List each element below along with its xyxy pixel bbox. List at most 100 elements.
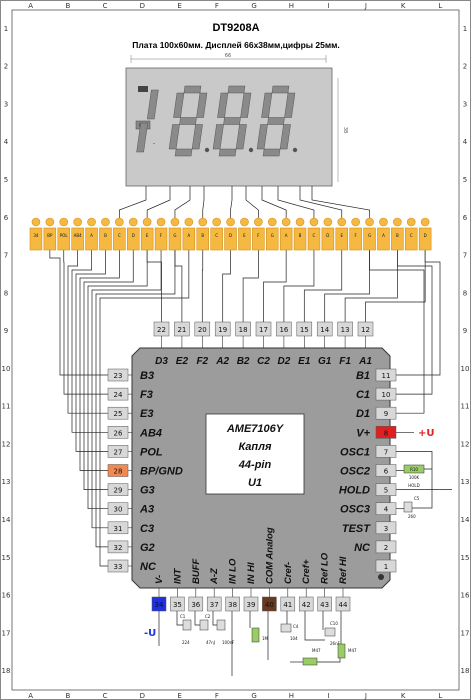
decimal-point [204, 147, 210, 153]
svg-text:POL: POL [140, 446, 163, 458]
connector-pad: G [265, 217, 279, 251]
connector-pad: E [335, 217, 348, 251]
connector-pad: A [182, 217, 196, 251]
grid-row-label: 14 [461, 516, 470, 524]
connector-pad: E [238, 217, 251, 251]
grid-row-label: 1 [4, 25, 8, 33]
chip-line3: 44-pin [238, 459, 272, 471]
c3-value: 100nF [222, 640, 235, 645]
svg-text:42: 42 [302, 601, 311, 609]
svg-text:22: 22 [157, 326, 166, 334]
svg-text:D: D [326, 233, 329, 238]
r10-resistor [403, 464, 425, 474]
svg-text:E: E [340, 233, 343, 238]
grid-row-label: 11 [461, 403, 470, 411]
svg-text:17: 17 [259, 326, 268, 334]
svg-text:34: 34 [155, 601, 164, 609]
svg-text:D: D [424, 233, 427, 238]
grid-col-label: I [328, 2, 330, 10]
svg-text:HOLD: HOLD [339, 485, 370, 497]
svg-text:C: C [313, 233, 316, 238]
svg-text:21: 21 [177, 326, 186, 334]
grid-row-label: 2 [463, 63, 467, 71]
svg-text:F: F [354, 233, 357, 238]
grid-row-label: 13 [2, 478, 11, 486]
grid-row-label: 17 [461, 629, 470, 637]
chip-u1: AME7106Y Капля 44-pin U1 [131, 347, 391, 589]
svg-text:D: D [132, 233, 135, 238]
svg-text:AB4: AB4 [74, 233, 82, 238]
grid-col-label: C [103, 692, 108, 700]
chip-name: AME7106Y [226, 423, 285, 435]
svg-text:Ref HI: Ref HI [338, 556, 349, 584]
svg-text:1: 1 [384, 563, 388, 571]
chip-pin-right: 8V+ [356, 426, 397, 439]
svg-text:D1: D1 [356, 408, 370, 420]
c4-capacitor [280, 623, 292, 633]
grid-col-label: I [328, 692, 330, 700]
svg-text:TEST: TEST [342, 523, 371, 535]
grid-col-label: J [364, 692, 367, 700]
grid-row-label: 13 [461, 478, 470, 486]
svg-text:OSC3: OSC3 [340, 504, 370, 516]
pin1-marker [378, 574, 384, 580]
page-subtitle: Плата 100х60мм. Дисплей 66х38мм,цифры 25… [132, 40, 340, 50]
grid-row-label: 11 [2, 403, 11, 411]
svg-text:V+: V+ [356, 427, 370, 439]
connector-pad: D [127, 217, 140, 251]
svg-text:B: B [299, 233, 302, 238]
display-width-label: 66 [225, 53, 231, 59]
grid-row-label: 2 [4, 63, 8, 71]
grid-col-label: J [364, 2, 367, 10]
svg-text:4: 4 [384, 506, 389, 514]
svg-text:16: 16 [279, 326, 288, 334]
svg-text:25: 25 [114, 410, 123, 418]
c5-label: C5 [414, 496, 420, 501]
c10-value: 26nF [330, 641, 341, 646]
svg-text:18: 18 [239, 326, 248, 334]
battery-icon [138, 86, 148, 92]
grid-row-label: 8 [4, 289, 8, 297]
connector-pad: G [363, 217, 376, 251]
grid-row-label: 8 [463, 289, 467, 297]
r10-label: R10 [410, 467, 418, 472]
svg-text:G: G [173, 233, 176, 238]
c5-value: 260 [408, 514, 416, 519]
svg-text:A: A [285, 233, 288, 238]
grid-col-label: L [438, 692, 442, 700]
svg-text:G2: G2 [140, 542, 155, 554]
connector-pad: G [168, 217, 182, 251]
grid-row-label: 4 [4, 138, 9, 146]
hold-label: HOLD [408, 483, 419, 488]
svg-text:BP: BP [47, 233, 53, 238]
grid-col-label: E [177, 692, 181, 700]
m47-b-label: M47 [348, 648, 357, 653]
m47-resistor-a [302, 657, 318, 666]
svg-text:29: 29 [114, 487, 123, 495]
grid-row-label: 6 [463, 214, 468, 222]
svg-text:D: D [229, 233, 232, 238]
lcd-display: 66 38 POL - [125, 53, 348, 187]
m47-resistor-b [337, 643, 346, 659]
svg-text:3: 3 [384, 525, 388, 533]
display-height-label: 38 [342, 127, 348, 133]
r-1m-resistor [251, 627, 260, 643]
chip-pin-bottom: 37A-Z [206, 567, 222, 612]
svg-text:33: 33 [114, 563, 123, 571]
svg-text:AB4: AB4 [139, 427, 162, 439]
